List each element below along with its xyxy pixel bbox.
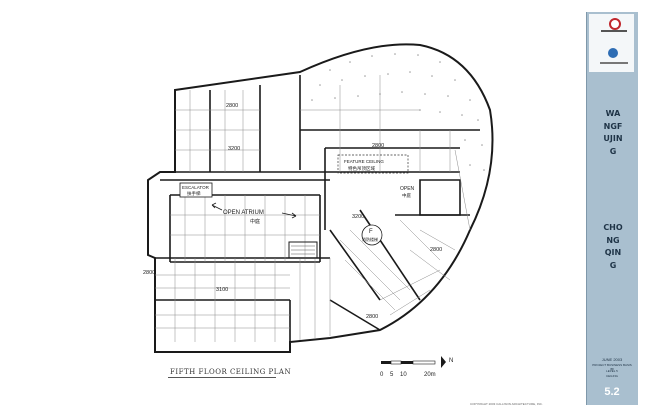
atrium-arrow — [211, 202, 223, 211]
project-name-line1: WANGFUJING — [603, 109, 623, 156]
sheet-number: 5.2 — [604, 386, 620, 398]
caption-underline — [168, 377, 276, 378]
north-arrow-icon — [441, 356, 446, 368]
client-logo-icon — [609, 18, 621, 30]
sheet-level: LEVEL 5 — [606, 369, 618, 373]
height-label: 2800 — [372, 143, 384, 149]
scale-tick: 10 — [400, 372, 407, 378]
escalator-label: ESCALATOR — [182, 185, 210, 190]
height-label: 2800 — [366, 314, 378, 320]
height-label: 3100 — [216, 287, 228, 293]
height-label: 2800 — [143, 270, 155, 276]
feature-ceiling-box — [337, 154, 409, 174]
escalator-label-cn: 扶手梯 — [187, 190, 201, 197]
atrium-label: OPEN ATRIUM — [223, 210, 264, 216]
height-label: 3200 — [228, 146, 240, 152]
sheet-date: JUNE 2003 — [601, 357, 623, 362]
height-label: 2800 — [430, 247, 442, 253]
stair-label: F — [369, 229, 373, 235]
client-logo-text-icon — [601, 30, 627, 32]
height-label: 3200 — [352, 214, 364, 220]
building-outline — [147, 43, 494, 353]
atrium-arrow — [281, 212, 297, 219]
title-block — [586, 12, 638, 405]
height-label: 2800 — [226, 103, 238, 109]
copyright-footer: COPYRIGHT 2003 CALLISON ARCHITECTURE, IN… — [470, 402, 543, 406]
feature-ceiling-label-cn: 特色吊顶区域 — [348, 165, 375, 172]
open-label: OPEN — [400, 186, 415, 192]
scale-tick: 0 — [380, 372, 384, 378]
ceiling-grid — [155, 75, 471, 342]
project-name-line2: CHONGQING — [603, 223, 623, 270]
north-label: N — [449, 358, 454, 364]
feature-ceiling-label: FEATURE CEILING — [344, 159, 384, 164]
scale-bar — [381, 360, 436, 365]
architect-logo-icon — [608, 48, 618, 58]
dotted-area — [311, 53, 485, 171]
architect-logo-text-icon — [600, 62, 628, 64]
plan-caption: FIFTH FLOOR CEILING PLAN — [170, 368, 292, 376]
stair-circle — [361, 224, 383, 246]
escalator-box — [179, 182, 213, 198]
atrium-label-cn: 中庭 — [250, 218, 260, 225]
scale-tick: 20m — [424, 372, 436, 378]
stair-label-cn: 消防楼梯 — [362, 236, 378, 242]
walls — [155, 75, 480, 342]
sheet-subtitle: PROJECT BUSINESS BASIS (B) — [592, 363, 632, 371]
lift-core — [288, 241, 318, 259]
sheet-type: CEILING — [605, 374, 618, 378]
scale-tick: 5 — [390, 372, 394, 378]
open-label-cn: 中庭 — [402, 192, 411, 199]
